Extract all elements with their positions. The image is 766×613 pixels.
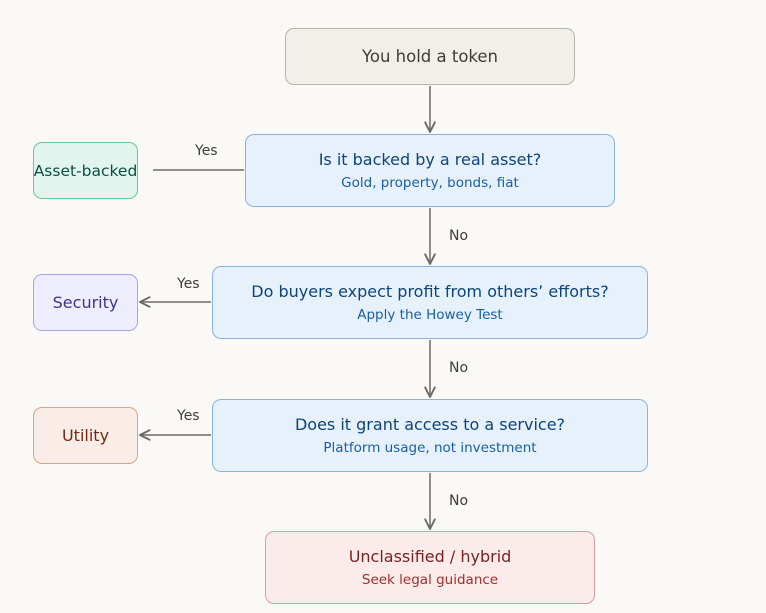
edge-label-yes-1: Yes	[195, 143, 218, 159]
outcome-asset-backed: Asset-backed	[33, 142, 138, 199]
question-2-subtitle: Apply the Howey Test	[357, 307, 503, 323]
start-node: You hold a token	[285, 28, 575, 85]
edge-label-yes-3: Yes	[177, 408, 200, 424]
question-2-title: Do buyers expect profit from others’ eff…	[251, 282, 609, 301]
edge-label-no-3: No	[449, 493, 469, 509]
question-1-title: Is it backed by a real asset?	[318, 150, 542, 169]
question-1-subtitle: Gold, property, bonds, fiat	[341, 175, 519, 191]
start-title: You hold a token	[361, 47, 499, 66]
edge-label-yes-2: Yes	[177, 276, 200, 292]
outcome-security-label: Security	[52, 293, 119, 312]
outcome-security: Security	[33, 274, 138, 331]
question-service-access: Does it grant access to a service? Platf…	[212, 399, 648, 472]
outcome-utility-label: Utility	[61, 426, 110, 445]
question-profit-expectation: Do buyers expect profit from others’ eff…	[212, 266, 648, 339]
final-subtitle: Seek legal guidance	[361, 572, 499, 588]
question-asset-backed: Is it backed by a real asset? Gold, prop…	[245, 134, 615, 207]
final-title: Unclassified / hybrid	[348, 547, 512, 566]
outcome-utility: Utility	[33, 407, 138, 464]
outcome-asset-backed-label: Asset-backed	[33, 161, 138, 180]
question-3-title: Does it grant access to a service?	[294, 415, 566, 434]
question-3-subtitle: Platform usage, not investment	[323, 440, 537, 456]
final-node: Unclassified / hybrid Seek legal guidanc…	[265, 531, 595, 604]
edge-label-no-2: No	[449, 360, 469, 376]
edge-label-no-1: No	[449, 228, 469, 244]
